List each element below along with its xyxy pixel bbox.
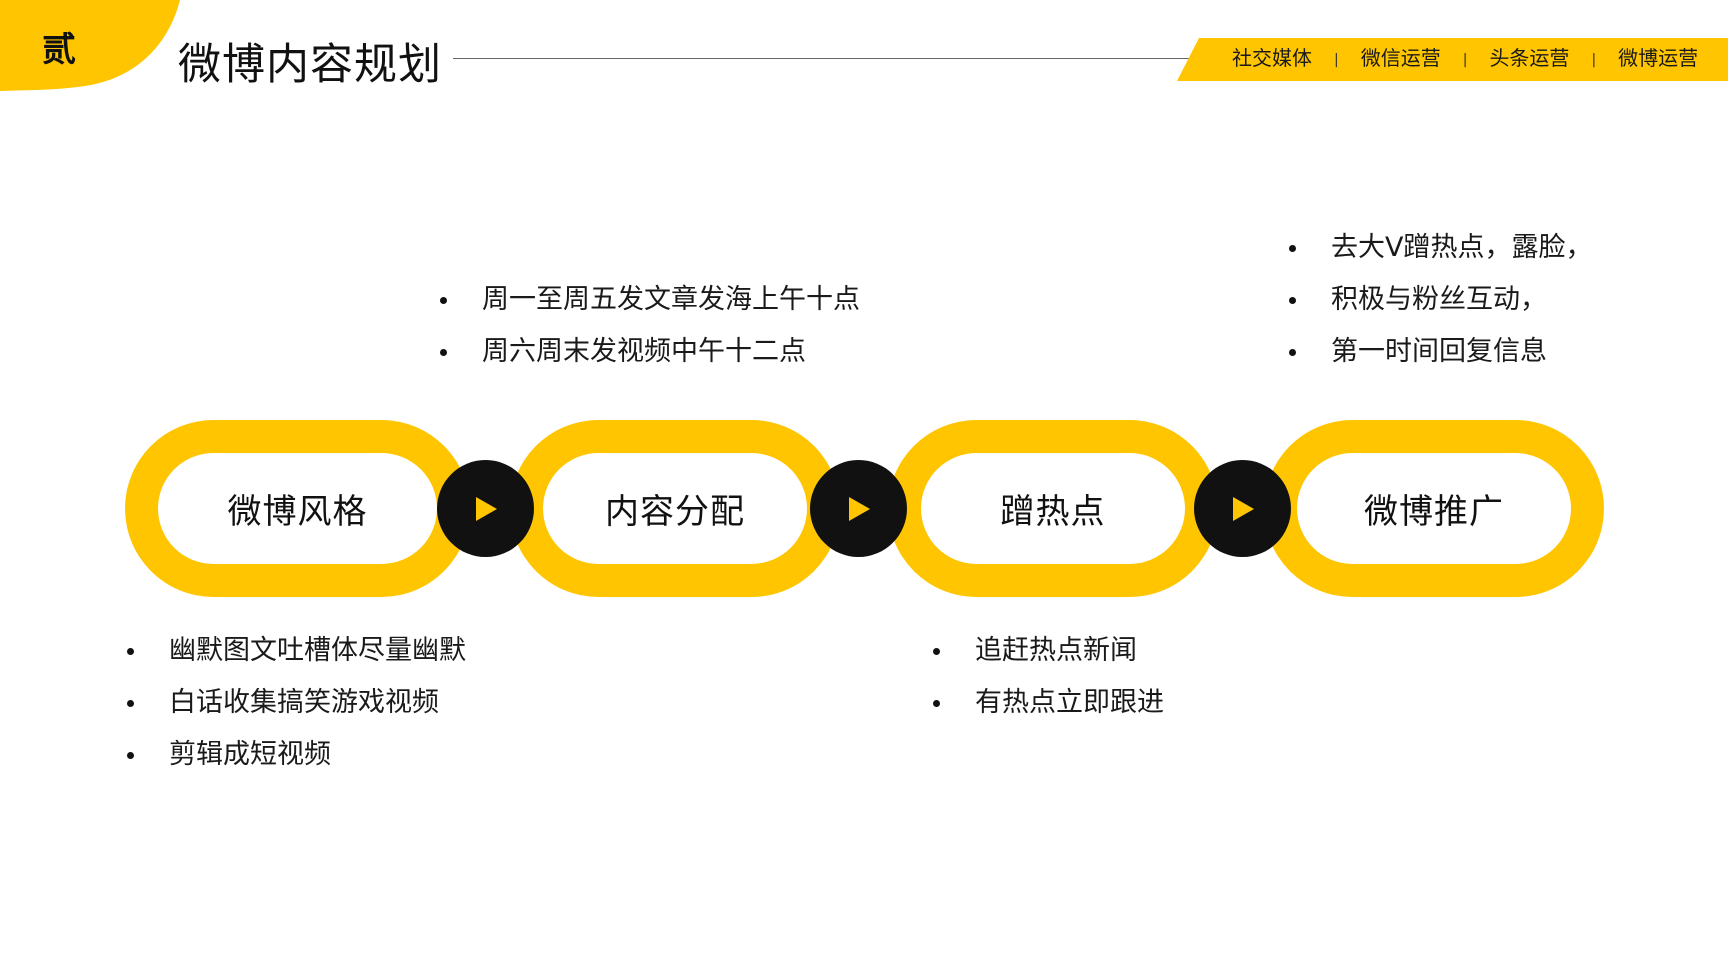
flow-step-label: 蹭热点: [921, 453, 1185, 564]
list-item: 有热点立即跟进: [933, 677, 1164, 729]
bullet-icon: [1289, 245, 1296, 252]
list-item: 去大V蹭热点，露脸，: [1289, 222, 1592, 274]
page-title: 微博内容规划: [178, 40, 442, 90]
banner-item-wechat[interactable]: 微信运营: [1360, 46, 1441, 70]
list-item: 周一至周五发文章发海上午十点: [440, 274, 860, 326]
list-item: 积极与粉丝互动，: [1289, 274, 1592, 326]
bullet-icon: [440, 297, 447, 304]
trending-notes: 追赶热点新闻 有热点立即跟进: [933, 625, 1164, 729]
banner-separator: |: [1334, 52, 1339, 68]
flow-connector-1: [437, 460, 534, 557]
list-item: 白话收集搞笑游戏视频: [127, 677, 466, 729]
bullet-icon: [127, 752, 134, 759]
banner-item-toutiao[interactable]: 头条运营: [1489, 46, 1570, 70]
list-item: 幽默图文吐槽体尽量幽默: [127, 625, 466, 677]
banner-separator: |: [1591, 52, 1597, 68]
bullet-icon: [933, 648, 940, 655]
bullet-icon: [440, 349, 447, 356]
category-banner: 社交媒体 | 微信运营 | 头条运营 | 微博运营: [1232, 44, 1702, 74]
section-corner-tab: [0, 0, 180, 91]
flow-step-label: 微博风格: [158, 453, 437, 564]
list-item: 周六周末发视频中午十二点: [440, 326, 860, 378]
category-banner-bg: [1177, 38, 1728, 81]
flow-step-label: 内容分配: [543, 453, 807, 564]
flow-step-2: 内容分配: [510, 420, 840, 597]
promotion-notes: 去大V蹭热点，露脸， 积极与粉丝互动， 第一时间回复信息: [1289, 222, 1592, 378]
distribution-notes: 周一至周五发文章发海上午十点 周六周末发视频中午十二点: [440, 274, 860, 378]
flow-connector-2: [810, 460, 907, 557]
flow-step-1: 微博风格: [125, 420, 470, 597]
play-arrow-icon: [848, 496, 870, 521]
play-arrow-icon: [1232, 496, 1254, 521]
list-item: 第一时间回复信息: [1289, 326, 1592, 378]
banner-item-social-media[interactable]: 社交媒体: [1232, 46, 1312, 70]
bullet-icon: [1289, 349, 1296, 356]
flow-step-3: 蹭热点: [888, 420, 1218, 597]
flow-connector-3: [1194, 460, 1291, 557]
list-item: 追赶热点新闻: [933, 625, 1164, 677]
banner-item-weibo[interactable]: 微博运营: [1618, 46, 1699, 70]
list-item: 剪辑成短视频: [127, 729, 466, 781]
bullet-icon: [1289, 297, 1296, 304]
section-number: 贰: [42, 30, 77, 70]
title-divider: [453, 58, 1198, 59]
bullet-icon: [127, 648, 134, 655]
flow-step-4: 微博推广: [1264, 420, 1604, 597]
banner-separator: |: [1462, 52, 1468, 68]
flow-step-label: 微博推广: [1297, 453, 1571, 564]
play-arrow-icon: [475, 496, 497, 521]
bullet-icon: [127, 700, 134, 707]
bullet-icon: [933, 700, 940, 707]
style-notes: 幽默图文吐槽体尽量幽默 白话收集搞笑游戏视频 剪辑成短视频: [127, 625, 466, 781]
